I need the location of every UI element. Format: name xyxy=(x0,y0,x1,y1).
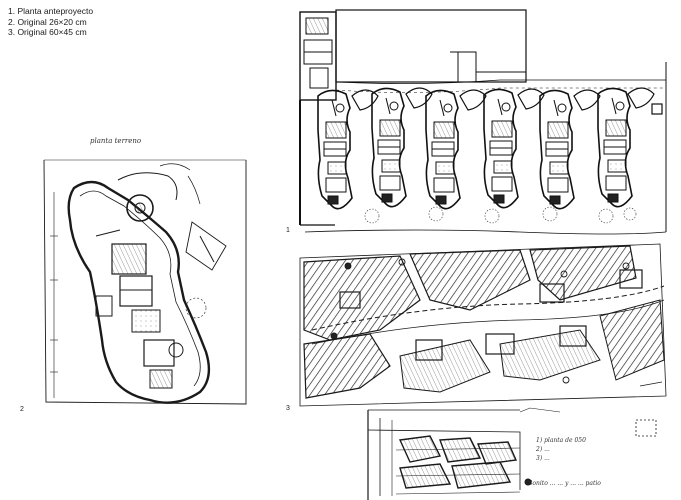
site-note-2: 2) ... xyxy=(536,446,550,453)
caption-line-1: 1. Planta anteproyecto xyxy=(8,6,94,16)
site-note-4: Bonito ... ... y ... ... patio xyxy=(528,480,601,487)
sketch-title: planta terreno xyxy=(90,137,142,145)
site-note-3: 3) ... xyxy=(536,455,550,462)
figure-caption: 1. Planta anteproyecto 2. Original 26×20… xyxy=(8,6,93,38)
caption-line-2: 2. Original 26×20 cm xyxy=(8,16,87,27)
plan-anteproyecto xyxy=(299,9,667,235)
sketch-sitio xyxy=(299,243,667,437)
site-note-1: 1) planta de 050 xyxy=(536,437,586,444)
figure-label-2: 2 xyxy=(20,406,24,413)
sketch-planta xyxy=(43,159,247,405)
sketch-seccion xyxy=(367,407,561,500)
figure-label-3: 3 xyxy=(286,405,290,412)
figure-label-1: 1 xyxy=(286,227,290,234)
caption-line-3: 3. Original 60×45 cm xyxy=(8,27,87,37)
